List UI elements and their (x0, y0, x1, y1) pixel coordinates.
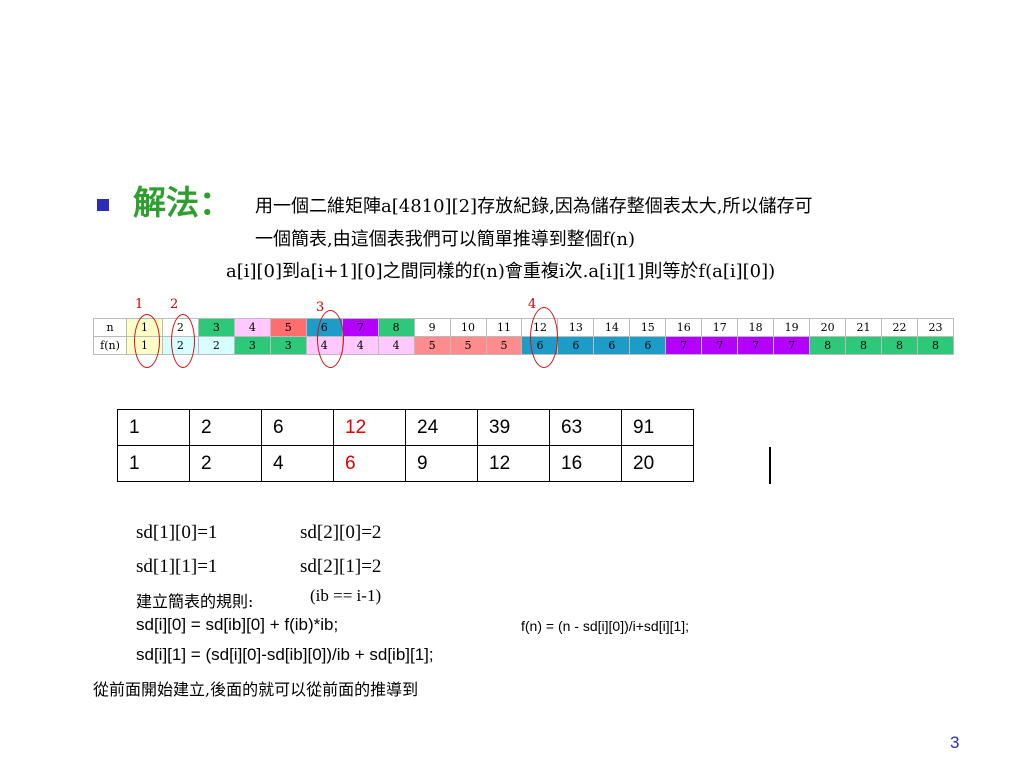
strip-fn-cell: 7 (737, 336, 775, 355)
rule-condition: (ib == i-1) (310, 586, 382, 605)
strip-n-cell: 5 (269, 318, 307, 337)
summary-cell: 6 (261, 409, 334, 446)
strip-n-cell: 11 (485, 318, 523, 337)
strip-n-cell: 10 (449, 318, 487, 337)
highlight-ellipse-3 (317, 310, 344, 368)
summary-cell: 2 (189, 445, 262, 482)
strip-fn-cell: 3 (233, 336, 271, 355)
summary-cell: 20 (621, 445, 694, 482)
highlight-ellipse-2 (171, 314, 195, 368)
strip-n-cell: 19 (773, 318, 811, 337)
strip-fn-cell: 6 (557, 336, 595, 355)
strip-fn-cell: 8 (809, 336, 847, 355)
strip-n-cell: 23 (916, 318, 955, 337)
strip-fn-cell: 8 (881, 336, 918, 355)
summary-cell: 1 (117, 445, 190, 482)
note-sd11: sd[1][1]=1 (136, 556, 218, 577)
summary-cell: 24 (405, 409, 478, 446)
code-line-1: sd[i][0] = sd[ib][0] + f(ib)*ib; (136, 615, 339, 634)
summary-cell: 39 (477, 409, 550, 446)
strip-n-cell: 22 (881, 318, 918, 337)
highlight-ellipse-4 (530, 307, 558, 368)
strip-n-cell: 21 (845, 318, 883, 337)
strip-n-cell: 20 (809, 318, 847, 337)
summary-cell: 9 (405, 445, 478, 482)
description-line-3: a[i][0]到a[i+1][0]之間同樣的f(n)會重複i次.a[i][1]則… (226, 261, 776, 282)
strip-fn-cell: 5 (413, 336, 451, 355)
summary-cell: 12 (477, 445, 550, 482)
note-sd21: sd[2][1]=2 (300, 556, 382, 577)
strip-fn-cell: 8 (916, 336, 955, 355)
strip-n-cell: 14 (593, 318, 631, 337)
marker-2: 2 (170, 297, 179, 312)
strip-n-cell: 8 (377, 318, 415, 337)
strip-n-cell: 9 (413, 318, 451, 337)
strip-fn-cell: 6 (593, 336, 631, 355)
summary-cell: 6 (333, 445, 406, 482)
marker-4: 4 (528, 297, 537, 312)
highlight-ellipse-1 (134, 314, 160, 368)
strip-row-label-n: n (93, 318, 127, 337)
bullet-square (97, 199, 109, 211)
strip-fn-cell: 7 (773, 336, 811, 355)
strip-n-cell: 7 (341, 318, 379, 337)
section-heading: 解法： (133, 183, 232, 222)
strip-n-cell: 17 (701, 318, 739, 337)
strip-fn-cell: 4 (377, 336, 415, 355)
page-number: 3 (950, 733, 960, 752)
strip-n-cell: 15 (629, 318, 667, 337)
note-sd20: sd[2][0]=2 (300, 522, 382, 543)
formula-fn: f(n) = (n - sd[i][0])/i+sd[i][1]; (521, 618, 690, 634)
summary-cell: 63 (549, 409, 622, 446)
strip-fn-cell: 4 (341, 336, 379, 355)
summary-cell: 4 (261, 445, 334, 482)
rule-label: 建立簡表的規則: (136, 592, 254, 611)
marker-3: 3 (316, 300, 325, 315)
strip-fn-cell: 7 (665, 336, 703, 355)
description-line-2: 一個簡表,由這個表我們可以簡單推導到整個f(n) (255, 229, 636, 250)
text-cursor-bar (769, 447, 771, 484)
summary-cell: 12 (333, 409, 406, 446)
note-sd10: sd[1][0]=1 (136, 522, 218, 543)
strip-fn-cell: 3 (269, 336, 307, 355)
strip-row-label-fn: f(n) (93, 336, 127, 355)
strip-n-cell: 13 (557, 318, 595, 337)
summary-cell: 16 (549, 445, 622, 482)
strip-fn-cell: 5 (449, 336, 487, 355)
description-line-1: 用一個二維矩陣a[4810][2]存放紀錄,因為儲存整個表太大,所以儲存可 (255, 196, 813, 217)
summary-cell: 91 (621, 409, 694, 446)
strip-n-cell: 3 (197, 318, 235, 337)
strip-n-cell: 18 (737, 318, 775, 337)
strip-fn-cell: 8 (845, 336, 883, 355)
summary-cell: 2 (189, 409, 262, 446)
strip-n-cell: 16 (665, 318, 703, 337)
footer-note: 從前面開始建立,後面的就可以從前面的推導到 (93, 680, 419, 699)
strip-fn-cell: 2 (197, 336, 235, 355)
strip-n-cell: 4 (233, 318, 271, 337)
summary-cell: 1 (117, 409, 190, 446)
marker-1: 1 (135, 297, 144, 312)
code-line-2: sd[i][1] = (sd[i][0]-sd[ib][0])/ib + sd[… (136, 645, 434, 664)
strip-fn-cell: 5 (485, 336, 523, 355)
strip-fn-cell: 6 (629, 336, 667, 355)
strip-fn-cell: 7 (701, 336, 739, 355)
